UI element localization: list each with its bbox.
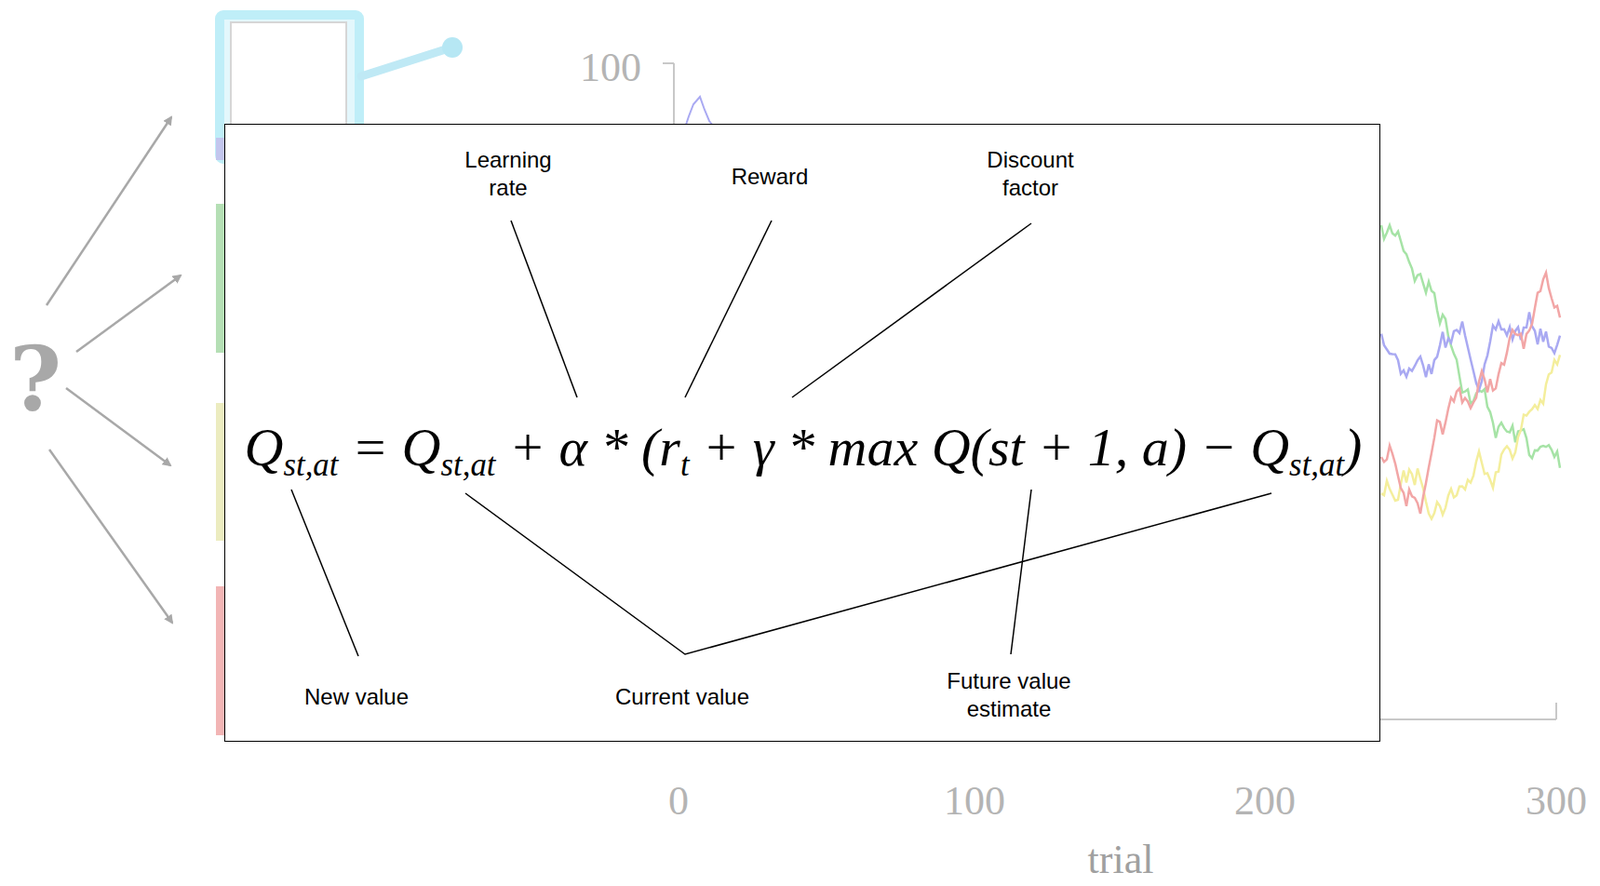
choice-arrow [66, 388, 171, 466]
q-learning-formula: Qst,at = Qst,at + α * (rt + γ * max Q(st… [244, 420, 1363, 475]
annotation-label: Discount factor [969, 146, 1091, 202]
slot-lever-knob [442, 37, 463, 58]
annotation-label: Learning rate [447, 146, 569, 202]
annotation-label: Current value [570, 683, 794, 712]
annotation-label: Reward [709, 162, 831, 191]
formula-panel: Learning rate Reward Discount factorQst,at… [224, 123, 1381, 742]
y-axis [672, 63, 675, 131]
choice-arrow [76, 275, 181, 352]
trial-line [1381, 272, 1560, 514]
choice-arrow [49, 449, 173, 623]
trial-line [1381, 225, 1560, 469]
annotation-label: New value [254, 683, 459, 712]
leader-line [510, 220, 578, 398]
axis-tick [662, 62, 674, 65]
axis-tick-label: 100 [579, 47, 642, 89]
choice-arrow [46, 117, 172, 306]
leader-line [1010, 489, 1032, 655]
leader-line [465, 493, 1272, 655]
slot-lever [361, 48, 449, 77]
axis-title: trial [1088, 839, 1155, 881]
axis-tick-label: 100 [943, 780, 1006, 822]
axis-tick-label: 200 [1234, 780, 1296, 822]
annotation-label: Future value estimate [929, 667, 1089, 724]
axis-tick [1555, 702, 1558, 720]
axis-tick-label: 300 [1525, 780, 1587, 822]
question-mark: ? [9, 335, 62, 425]
leader-line [291, 489, 359, 657]
x-axis [1380, 718, 1557, 721]
axis-tick-label: 0 [668, 780, 689, 822]
leader-line [792, 223, 1032, 398]
leader-line [685, 220, 772, 398]
trial-lines [1381, 225, 1560, 520]
